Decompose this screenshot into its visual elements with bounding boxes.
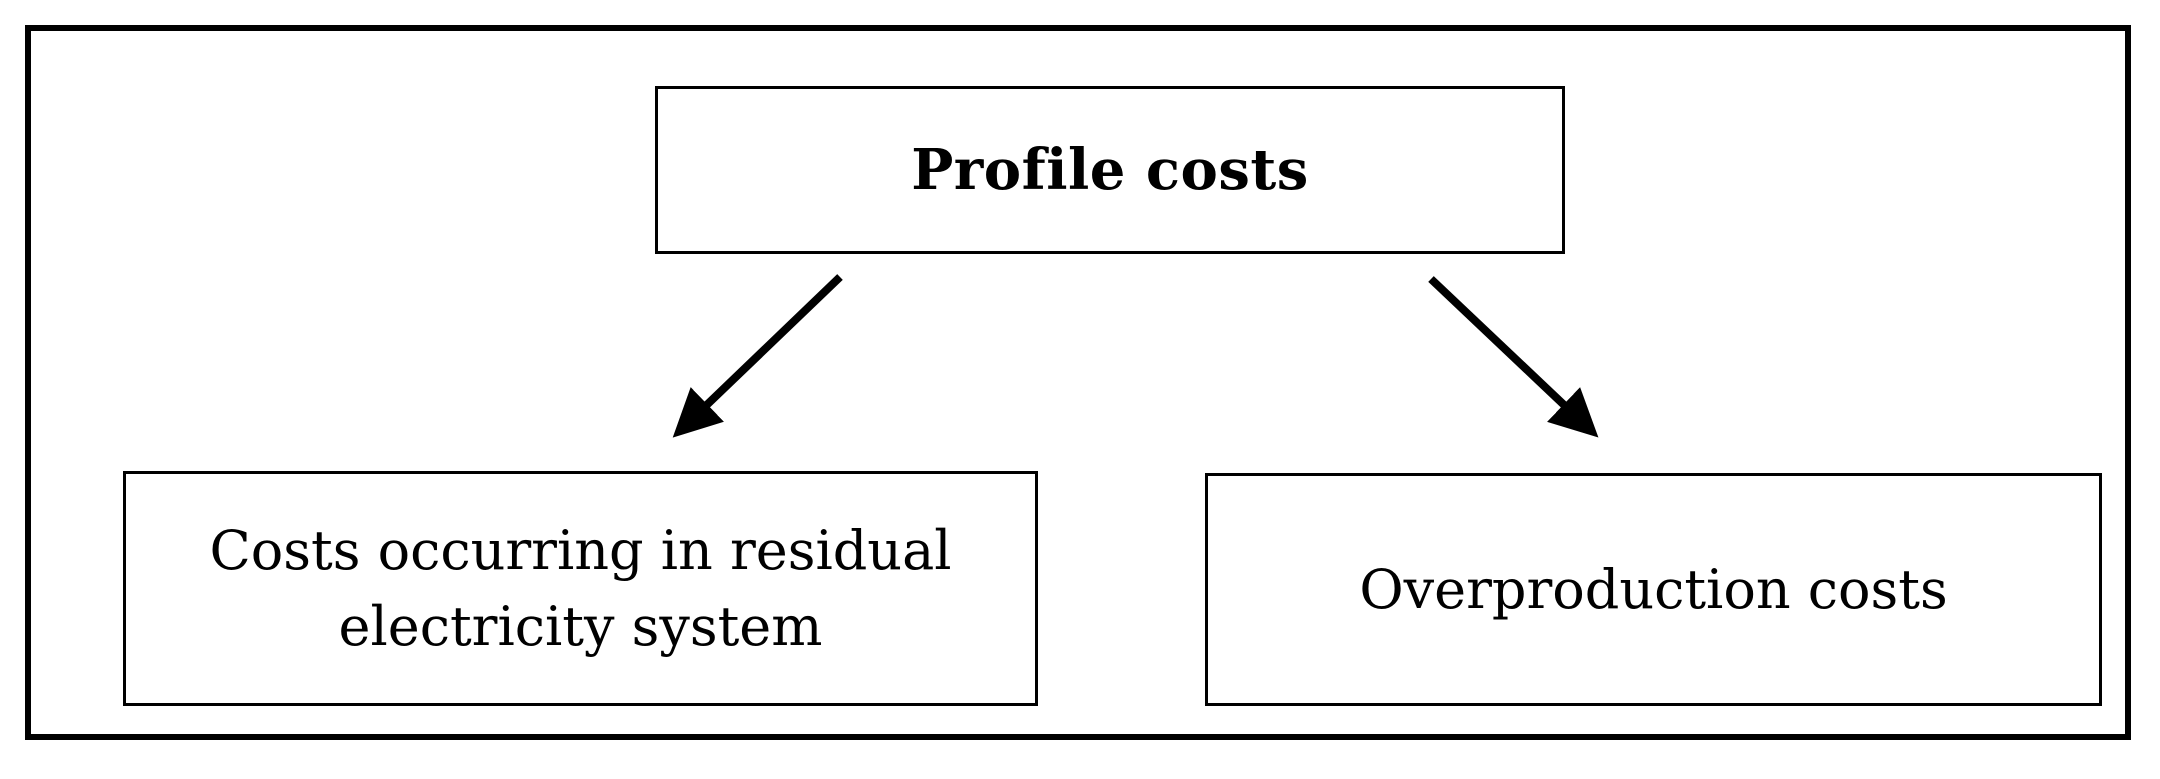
- child-node-label: Overproduction costs: [1359, 552, 1947, 628]
- child-node-label-line-2: electricity system: [338, 594, 823, 658]
- child-node-overproduction-costs: Overproduction costs: [1205, 473, 2102, 706]
- child-node-label-line-1: Overproduction costs: [1359, 557, 1948, 621]
- diagram-frame: [25, 25, 2131, 740]
- root-node-label: Profile costs: [911, 137, 1309, 203]
- child-node-label: Costs occurring in residual electricity …: [209, 513, 951, 665]
- root-node-profile-costs: Profile costs: [655, 86, 1565, 254]
- child-node-label-line-1: Costs occurring in residual: [209, 518, 952, 582]
- child-node-residual-system-costs: Costs occurring in residual electricity …: [123, 471, 1038, 706]
